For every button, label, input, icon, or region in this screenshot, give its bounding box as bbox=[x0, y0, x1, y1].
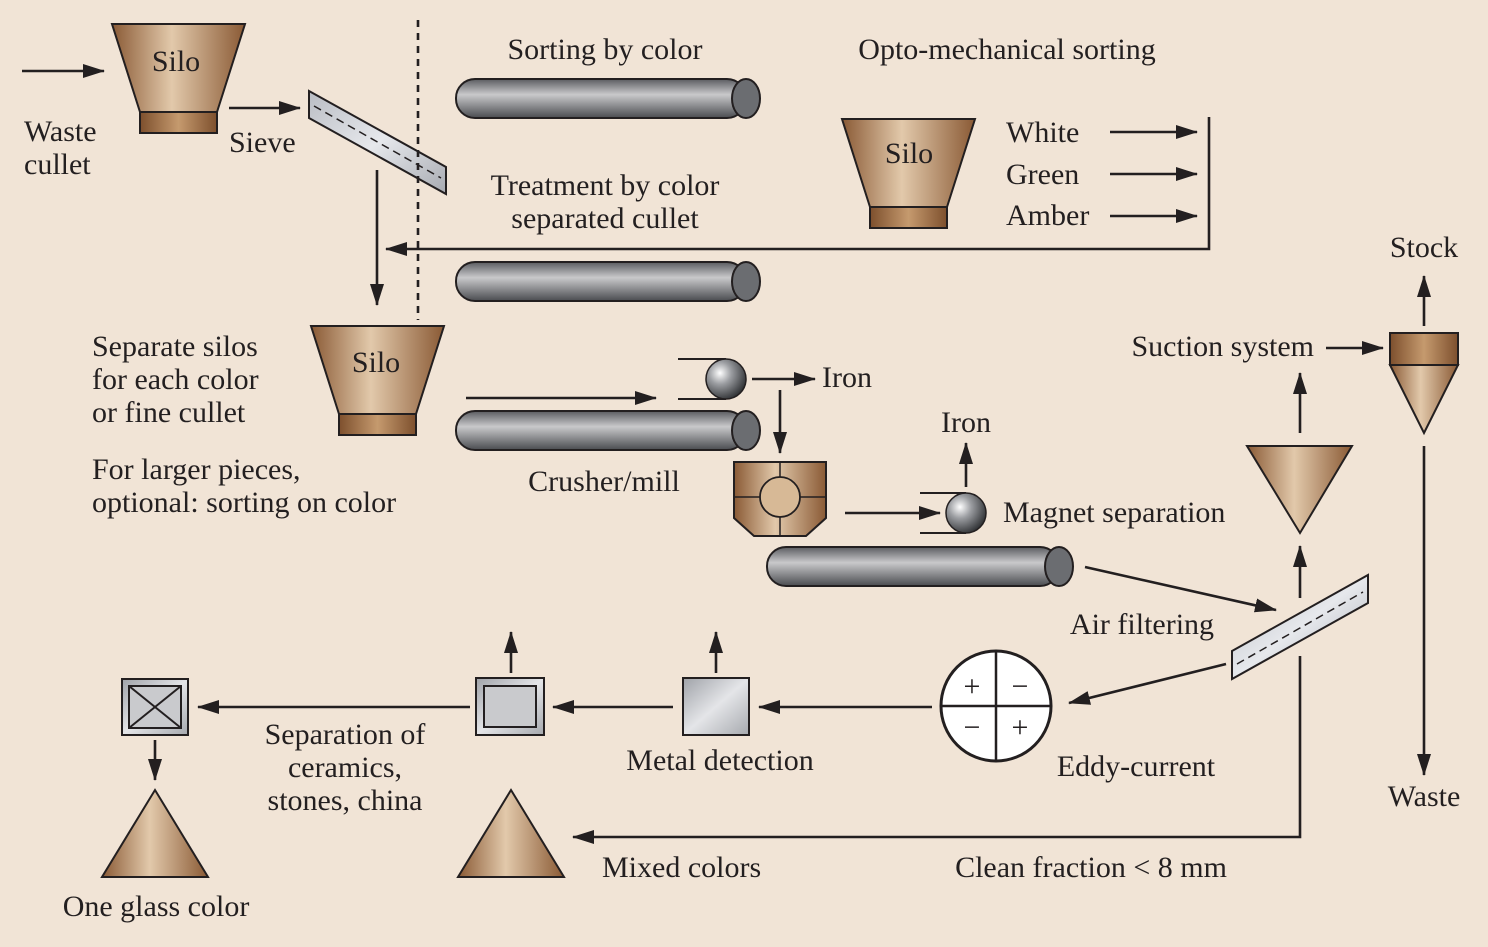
label-separate-silos-1: Separate silos bbox=[92, 330, 258, 363]
sieve-top bbox=[308, 89, 447, 196]
label-green: Green bbox=[1006, 158, 1079, 191]
silo-mid: Silo bbox=[309, 325, 446, 436]
return-line-to-silo bbox=[385, 117, 1211, 256]
label-larger-pieces-2: optional: sorting on color bbox=[92, 486, 396, 519]
label-silo-mid: Silo bbox=[352, 346, 400, 379]
sieve-air-filter bbox=[1231, 573, 1369, 681]
eddy-plus-1: + bbox=[964, 670, 981, 703]
suction-funnel bbox=[1245, 445, 1354, 535]
label-silo-top: Silo bbox=[152, 45, 200, 78]
label-clean-fraction: Clean fraction < 8 mm bbox=[955, 851, 1227, 884]
cyclone bbox=[1388, 332, 1460, 436]
magnet-2 bbox=[920, 492, 987, 534]
label-mixed-colors: Mixed colors bbox=[602, 851, 761, 884]
label-separate-silos-3: or fine cullet bbox=[92, 396, 246, 429]
arrow-clean-fraction bbox=[572, 656, 1302, 844]
label-separation-2: ceramics, bbox=[288, 751, 402, 784]
label-separate-silos-2: for each color bbox=[92, 363, 259, 396]
label-iron-1: Iron bbox=[822, 361, 872, 394]
eddy-minus-2: − bbox=[964, 711, 981, 744]
label-white: White bbox=[1006, 116, 1079, 149]
label-amber: Amber bbox=[1006, 199, 1089, 232]
pile-one-glass-color bbox=[100, 788, 210, 878]
eddy-minus-1: − bbox=[1012, 670, 1029, 703]
label-treatment-1: Treatment by color bbox=[491, 169, 720, 202]
eddy-plus-2: + bbox=[1012, 711, 1029, 744]
label-larger-pieces-1: For larger pieces, bbox=[92, 453, 301, 486]
label-one-glass-color: One glass color bbox=[63, 890, 250, 923]
arrow-to-eddy bbox=[1068, 662, 1227, 705]
label-iron-2: Iron bbox=[941, 406, 991, 439]
label-waste-cullet-2: cullet bbox=[24, 148, 91, 181]
label-silo-opto: Silo bbox=[885, 137, 933, 170]
roller-magnet bbox=[766, 546, 1074, 587]
pile-mixed-colors bbox=[456, 788, 566, 878]
eddy-current-separator: + − − + bbox=[939, 649, 1053, 763]
label-metal-detection: Metal detection bbox=[626, 744, 813, 777]
color-sorter bbox=[121, 678, 189, 736]
label-suction-system: Suction system bbox=[1131, 330, 1314, 363]
label-crusher-mill: Crusher/mill bbox=[528, 465, 680, 498]
label-air-filtering: Air filtering bbox=[1070, 608, 1214, 641]
roller-sorting bbox=[455, 78, 761, 119]
label-waste-cullet-1: Waste bbox=[24, 115, 97, 148]
label-magnet-separation: Magnet separation bbox=[1003, 496, 1225, 529]
label-opto-mechanical: Opto-mechanical sorting bbox=[858, 33, 1155, 66]
label-sieve: Sieve bbox=[229, 126, 296, 159]
magnet-1 bbox=[678, 358, 747, 400]
roller-treatment bbox=[455, 261, 761, 302]
label-treatment-2: separated cullet bbox=[511, 202, 699, 235]
roller-crusher bbox=[455, 410, 761, 451]
metal-detector bbox=[682, 677, 750, 736]
label-separation-3: stones, china bbox=[268, 784, 423, 817]
silo-top: Silo bbox=[110, 23, 247, 134]
crusher-unit bbox=[733, 461, 827, 537]
label-eddy-current: Eddy-current bbox=[1057, 750, 1216, 783]
arrow-to-air-filter bbox=[1084, 565, 1277, 613]
label-waste: Waste bbox=[1388, 780, 1461, 813]
label-separation-1: Separation of bbox=[265, 718, 426, 751]
ceramics-separator bbox=[475, 677, 545, 736]
silo-opto: Silo bbox=[840, 118, 977, 229]
label-stock: Stock bbox=[1390, 231, 1458, 264]
label-sorting-by-color: Sorting by color bbox=[508, 33, 703, 66]
